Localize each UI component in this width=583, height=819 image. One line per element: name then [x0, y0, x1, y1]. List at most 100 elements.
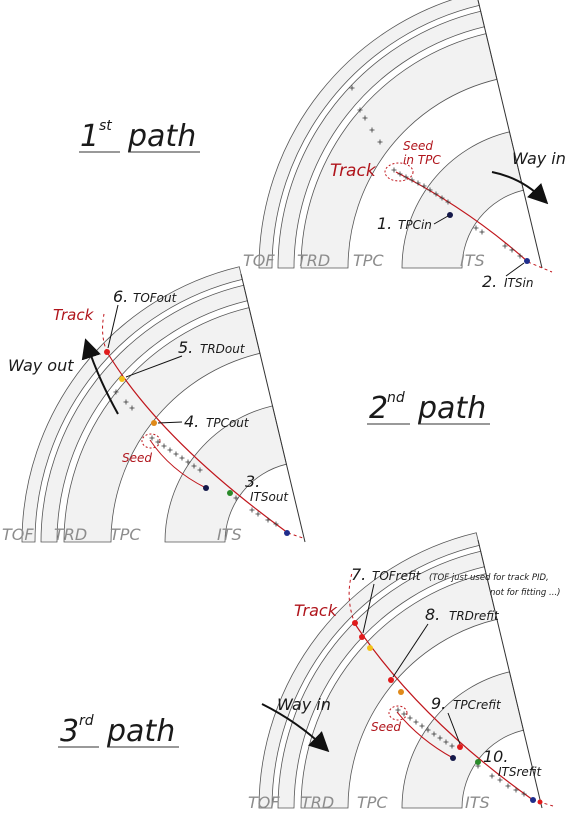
- marker-tpc: [398, 689, 404, 695]
- label-its: ITS: [460, 251, 485, 270]
- marker-itsin: [524, 258, 530, 264]
- hit-marker: [521, 791, 527, 797]
- hit-marker: [427, 187, 433, 193]
- seed-label: in TPC: [403, 153, 441, 167]
- hit-marker: [397, 171, 403, 177]
- step-pointer: [505, 262, 525, 277]
- hit-marker: [113, 389, 119, 395]
- marker-trd: [367, 645, 373, 651]
- path-title-3-word: path: [106, 714, 175, 749]
- step-name: TOFout: [133, 291, 178, 305]
- way-arrow: [261, 703, 330, 753]
- step-number: 4.: [184, 412, 199, 431]
- note-line: not for fitting ...): [490, 588, 560, 598]
- hit-marker: [489, 773, 495, 779]
- panel-second-path: TOF TRD TPC ITS 2 nd path Track Seed Way…: [2, 266, 490, 544]
- label-tpc: TPC: [110, 525, 141, 544]
- track-extension: [287, 532, 304, 539]
- hit-marker: [249, 507, 255, 513]
- marker-tpc-inner: [203, 485, 209, 491]
- step-number: 7.: [351, 565, 366, 584]
- its-ring: [401, 671, 524, 809]
- path-title-1-suffix: st: [99, 118, 112, 134]
- label-its: ITS: [217, 525, 242, 544]
- hit-marker: [179, 455, 185, 461]
- hit-marker: [123, 399, 129, 405]
- sector-boundary: [477, 539, 543, 809]
- way-arrow: [81, 338, 119, 415]
- hit-marker: [437, 735, 443, 741]
- track-extension: [102, 313, 108, 353]
- step-pointer: [447, 712, 461, 745]
- label-its: ITS: [465, 793, 490, 812]
- way-arrow: [491, 171, 549, 205]
- step-name: ITSrefit: [498, 765, 543, 779]
- label-trd: TRD: [54, 525, 87, 544]
- hit-marker: [191, 463, 197, 469]
- step-name: TOFrefit: [372, 569, 422, 583]
- hit-marker: [129, 405, 135, 411]
- step-pointer: [157, 421, 183, 424]
- step-name: TPCin: [398, 218, 432, 232]
- marker-its-inner: [537, 799, 543, 805]
- hit-marker: [433, 191, 439, 197]
- hit-marker: [479, 229, 485, 235]
- marker-tofrefit: [359, 634, 365, 640]
- marker-trdrefit: [388, 677, 394, 683]
- seed-label: Seed: [371, 720, 401, 734]
- label-tof: TOF: [2, 525, 34, 544]
- path-title-3-suffix: rd: [79, 713, 94, 729]
- marker-tpc-inner: [450, 755, 456, 761]
- step-number: 3.: [245, 472, 260, 491]
- hit-marker: [349, 85, 355, 91]
- step-number: 6.: [113, 287, 128, 306]
- hit-marker: [401, 711, 407, 717]
- hit-marker: [445, 199, 451, 205]
- way-label: Way out: [8, 356, 74, 375]
- seed-circle: [141, 433, 161, 449]
- step-number: 2.: [482, 272, 497, 291]
- label-tpc: TPC: [357, 793, 388, 812]
- track-label: Track: [53, 306, 95, 324]
- hit-marker: [443, 739, 449, 745]
- seed-track: [396, 711, 454, 759]
- hit-marker: [449, 743, 455, 749]
- marker-tpcin: [447, 212, 453, 218]
- hit-marker: [173, 451, 179, 457]
- detector-sectors: [258, 0, 543, 269]
- hit-marker: [497, 777, 503, 783]
- marker-trdout: [119, 376, 125, 382]
- note-line: (TOF just used for track PID,: [429, 573, 549, 583]
- sector-boundary: [477, 0, 543, 269]
- hit-marker: [425, 727, 431, 733]
- hit-marker: [513, 787, 519, 793]
- hit-marker: [431, 731, 437, 737]
- marker-tofout: [104, 349, 110, 355]
- label-tof: TOF: [248, 793, 280, 812]
- way-label: Way in: [512, 149, 566, 168]
- step-pointer: [107, 304, 119, 349]
- hit-marker: [505, 783, 511, 789]
- hit-marker: [419, 723, 425, 729]
- step-name: TPCout: [206, 416, 250, 430]
- step-pointer: [392, 623, 429, 678]
- path-title-2-word: path: [417, 391, 486, 426]
- hit-marker: [357, 107, 363, 113]
- step-number: 10.: [483, 747, 508, 766]
- step-number: 5.: [178, 338, 193, 357]
- marker-its-inner: [284, 530, 290, 536]
- hit-marker: [391, 167, 397, 173]
- step-name: TPCrefit: [453, 698, 502, 712]
- hit-marker: [167, 447, 173, 453]
- hit-marker: [255, 511, 261, 517]
- hit-marker: [161, 443, 167, 449]
- marker-tpcrefit: [457, 744, 463, 750]
- path-title-1-word: path: [127, 119, 196, 154]
- step-pointer: [362, 583, 375, 634]
- marker-tpcout: [151, 420, 157, 426]
- hit-marker: [395, 707, 401, 713]
- hit-marker: [409, 177, 415, 183]
- track-extension: [532, 799, 554, 807]
- marker-its: [475, 759, 481, 765]
